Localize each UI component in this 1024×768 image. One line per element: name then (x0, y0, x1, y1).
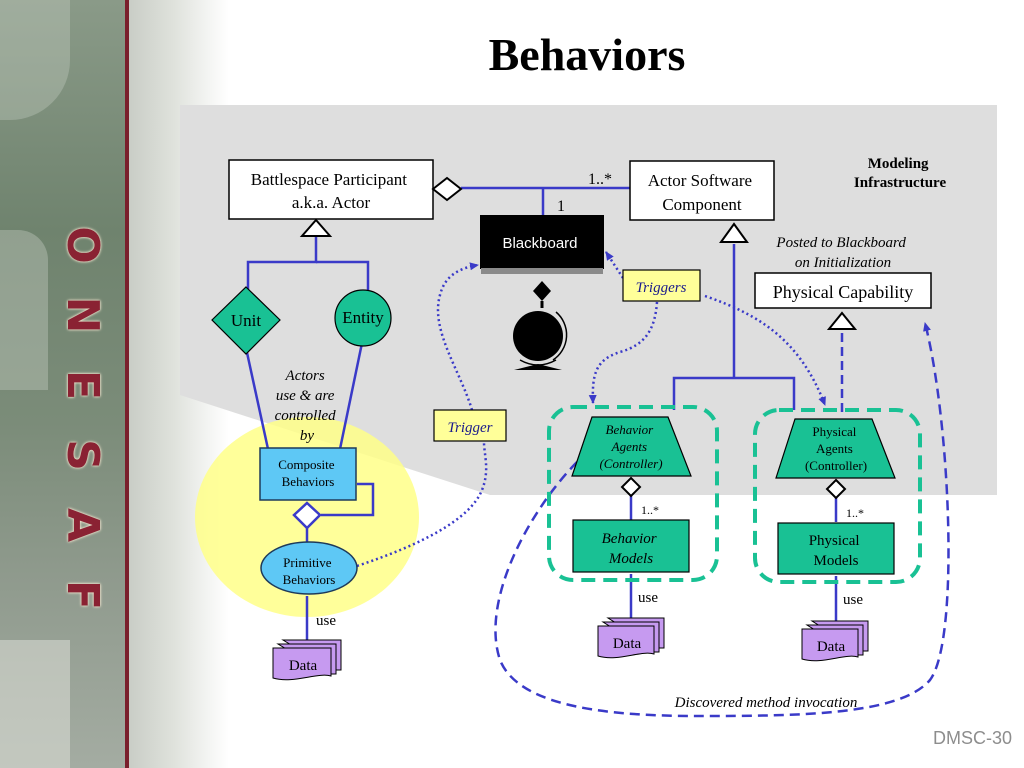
svg-text:Physical Agents (C: Physical Agents (Controller) (805, 424, 867, 473)
sidebar-photo (0, 640, 70, 768)
posted-note: Posted to Blackboard on Initialization (775, 235, 909, 271)
triggers-note: Triggers (622, 269, 701, 302)
svg-text:Data: Data (817, 639, 846, 655)
entity-node[interactable]: Entity (334, 289, 392, 347)
data-store-icon[interactable]: Data (272, 639, 342, 681)
svg-text:Actor Software Component: Actor Software Component (648, 171, 757, 214)
behavior-agents-node[interactable]: Behavior Agents (Controller) (571, 416, 692, 477)
aggregation-diamond-icon (620, 476, 642, 498)
svg-text:Physical Models: Physical Models (809, 533, 864, 569)
svg-text:Behavior Models: Behavior Models (602, 531, 661, 567)
aggregation-diamond-icon (825, 478, 847, 500)
svg-text:Unit: Unit (231, 311, 262, 330)
svg-text:Data: Data (289, 658, 318, 674)
actor-node[interactable]: Battlespace Participant a.k.a. Actor (228, 159, 434, 220)
sidebar-divider (125, 0, 129, 768)
composite-self-link (321, 482, 375, 517)
use-label: use (316, 613, 336, 629)
triggers-to-behavior-agents-arrow (588, 301, 659, 404)
triggers-to-blackboard-arrow (604, 251, 625, 279)
discovered-invocation-label: Discovered method invocation (674, 695, 858, 711)
use-label: use (843, 592, 863, 608)
physical-agents-node[interactable]: Physical Agents (Controller) (775, 418, 896, 479)
entity-to-composite (338, 342, 364, 450)
physical-models-node[interactable]: Physical Models (777, 522, 895, 575)
agents-branch (672, 376, 796, 410)
behavior-group (547, 405, 719, 582)
trigger-arrows (356, 251, 827, 568)
data-store-icon[interactable]: Data (597, 617, 665, 659)
svg-text:Behavior Agents (C: Behavior Agents (Controller) (599, 422, 662, 471)
svg-text:Triggers: Triggers (636, 280, 687, 296)
use-label: use (638, 590, 658, 606)
svg-text:Blackboard: Blackboard (502, 235, 577, 252)
svg-text:Battlespace Participant: Battlespace Participant a.k.a. Actor (251, 170, 412, 212)
actors-note: Actors use & are controlled by (275, 368, 340, 444)
aggregation-diamond-icon (431, 176, 463, 202)
connectors (244, 186, 838, 643)
globe-icon (513, 311, 568, 370)
actor-software-component-node[interactable]: Actor Software Component (629, 160, 775, 221)
composition-diamond-icon (533, 281, 551, 301)
actor-generalization-link-entity (316, 260, 370, 290)
composite-behaviors-node[interactable]: Composite Behaviors (259, 447, 357, 501)
behavior-models-node[interactable]: Behavior Models (572, 519, 690, 573)
behavior-multiplicity: 1..* (641, 503, 659, 517)
blackboard-node[interactable]: Blackboard (480, 215, 604, 274)
actor-generalization-link (246, 236, 318, 292)
unit-node[interactable]: Unit (211, 286, 281, 355)
aggregation-diamond-icon (292, 501, 322, 530)
physical-group (753, 408, 922, 584)
unit-to-composite (244, 347, 270, 450)
sidebar-photo (0, 230, 48, 390)
primitive-to-trigger-line (356, 441, 488, 568)
data-store-icon[interactable]: Data (801, 620, 869, 662)
svg-text:Entity: Entity (342, 308, 384, 327)
svg-text:Primitive Behaviors: Primitive Behaviors (283, 555, 336, 587)
svg-text:Physical Capability: Physical Capability (773, 282, 913, 302)
slide-title: Behaviors (488, 29, 686, 80)
physical-multiplicity: 1..* (846, 506, 864, 520)
triggers-to-physical-agents-arrow (704, 294, 827, 406)
slide-number: DMSC-30 (932, 728, 1012, 748)
generalization-triangle-icon (826, 311, 858, 330)
sidebar-banner: O N E S A F (0, 0, 128, 768)
discovered-invocation-loop (494, 322, 950, 718)
trigger-note: Trigger (433, 409, 507, 442)
physical-capability-node[interactable]: Physical Capability (754, 272, 932, 309)
generalization-triangle-icon (299, 218, 333, 237)
generalization-triangle-icon (719, 222, 749, 243)
svg-text:Trigger: Trigger (447, 420, 492, 436)
svg-text:Composite Behaviors: Composite Behaviors (278, 457, 338, 489)
multiplicity-one: 1 (557, 198, 565, 215)
primitive-behaviors-node[interactable]: Primitive Behaviors (260, 541, 358, 595)
multiplicity-many: 1..* (588, 171, 612, 188)
svg-text:Data: Data (613, 636, 642, 652)
region-label: Modeling Infrastructure (854, 156, 947, 191)
